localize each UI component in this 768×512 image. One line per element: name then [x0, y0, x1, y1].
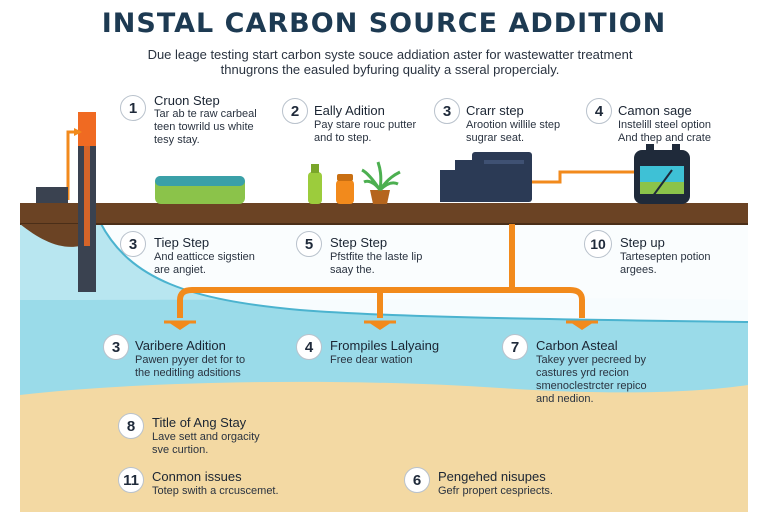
- plant-pot: [370, 190, 390, 204]
- step-title: Step Step: [330, 235, 388, 250]
- jar-lid: [337, 174, 353, 181]
- step-number-badge: 5: [296, 231, 322, 257]
- sand-bed: [20, 381, 748, 512]
- step-number-badge: 3: [120, 231, 146, 257]
- step-number-badge: 6: [404, 467, 430, 493]
- step-description: Tar ab te raw carbeal teen towrild us wh…: [154, 108, 257, 146]
- step-description: Totep swith a crcuscemet.: [152, 485, 279, 497]
- storage-knob-right: [672, 144, 680, 152]
- bottle-neck: [311, 164, 319, 173]
- ground-lip: [20, 224, 80, 247]
- green-tank-lid: [155, 176, 245, 186]
- step-title: Crarr step: [466, 103, 524, 118]
- step-title: Title of Ang Stay: [152, 415, 247, 430]
- step-title: Conmon issues: [152, 469, 242, 484]
- pump-base: [36, 187, 68, 203]
- outlet-right: [570, 322, 594, 330]
- step-title: Step up: [620, 235, 665, 250]
- step-number-badge: 1: [120, 95, 146, 121]
- machine-body: [472, 152, 532, 202]
- step-number-badge: 11: [118, 467, 144, 493]
- storage-gauge: [649, 169, 673, 201]
- subtitle-line-1: Due leage testing start carbon syste sou…: [147, 47, 633, 62]
- machine-pipe: [532, 170, 636, 184]
- step-number-badge: 4: [586, 98, 612, 124]
- page-title: INSTAL CARBON SOURCE ADDITION: [101, 8, 667, 39]
- post-feed-arrow: [74, 128, 82, 136]
- machine-side: [440, 170, 456, 202]
- step-number-badge: 8: [118, 413, 144, 439]
- step-number-badge: 3: [103, 334, 129, 360]
- step-title: Tiep Step: [154, 235, 210, 250]
- subtitle-line-2: thnugrons the easuled byfuring quality a…: [220, 62, 560, 77]
- step-description: Instelill steel option And thep and crat…: [618, 119, 711, 144]
- step-description: Pawen pyyer det for to the neditling ads…: [135, 354, 246, 379]
- storage-knob-left: [646, 144, 654, 152]
- step-number-badge: 2: [282, 98, 308, 124]
- step-title: Frompiles Lalyaing: [330, 338, 440, 353]
- step-title: Varibere Adition: [135, 338, 226, 353]
- step-description: Gefr propert cespriects.: [438, 485, 553, 497]
- step-description: Tartesepten potion argees.: [620, 251, 711, 276]
- step-number-badge: 4: [296, 334, 322, 360]
- step-description: Lave sett and orgacity sve curtion.: [152, 431, 260, 456]
- step-number-badge: 10: [584, 230, 612, 258]
- step-description: Free dear wation: [330, 354, 413, 366]
- step-number-badge: 7: [502, 334, 528, 360]
- step-title: Pengehed nisupes: [438, 469, 546, 484]
- outlet-center: [368, 322, 392, 330]
- jar: [336, 180, 354, 204]
- outlet-left: [168, 322, 192, 330]
- machine-motor: [455, 160, 475, 202]
- step-title: Eally Adition: [314, 103, 385, 118]
- step-description: And eatticce sigstien are angiet.: [154, 251, 255, 276]
- step-title: Cruon Step: [154, 93, 220, 108]
- step-title: Camon sage: [618, 103, 692, 118]
- storage-fill: [640, 182, 684, 194]
- step-description: Takey yver pecreed by castures yrd recio…: [536, 354, 647, 405]
- plant-leaves: [361, 161, 401, 192]
- bottle: [308, 172, 322, 204]
- ground-strip: [20, 203, 748, 224]
- step-description: Pfstfite the laste lip saay the.: [330, 251, 423, 276]
- post-cap: [78, 112, 96, 146]
- wave-line: [99, 221, 749, 323]
- step-title: Carbon Asteal: [536, 338, 618, 353]
- step-number-badge: 3: [434, 98, 460, 124]
- post-stripe: [84, 146, 90, 246]
- step-description: Arootion willile step sugrar seat.: [466, 119, 561, 144]
- machine-vent: [484, 160, 524, 164]
- step-description: Pay stare rouc putter and to step.: [314, 119, 417, 144]
